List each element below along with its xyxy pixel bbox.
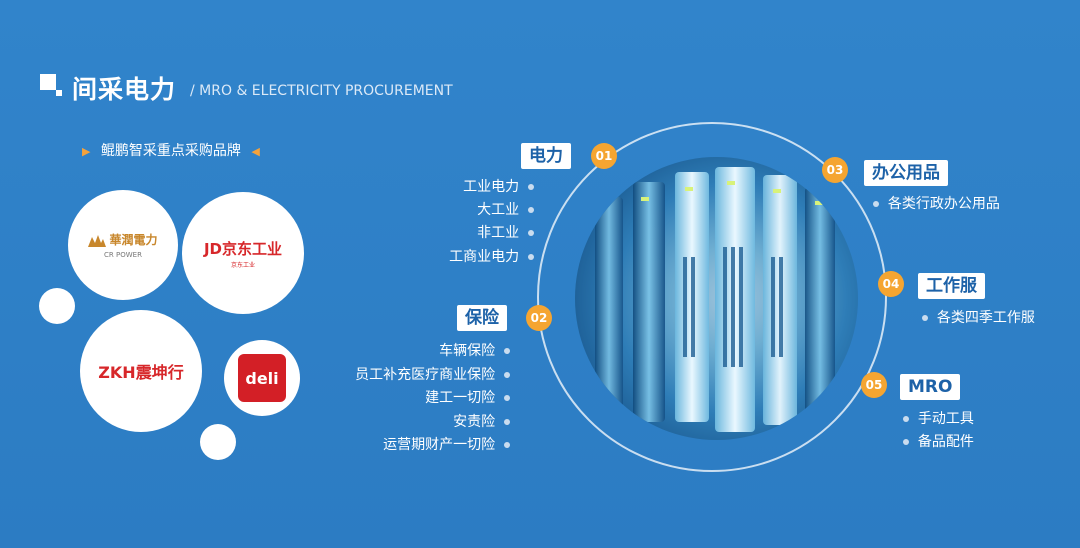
page-title: 间采电力 — [72, 75, 177, 104]
bullet-dot-icon — [528, 230, 534, 236]
category-ring — [537, 122, 887, 472]
server-rack-image — [575, 157, 858, 440]
category-tag-workwear: 工作服 — [918, 273, 985, 299]
bullet-dot-icon — [504, 395, 510, 401]
square-bullet-icon — [40, 74, 62, 96]
brand-name-zkh: ZKH震坤行 — [98, 363, 184, 382]
list-item: 建工一切险 — [425, 387, 510, 407]
brand-logo-jd: JD京东工业 京东工业 — [182, 192, 304, 314]
list-item: 运营期财产一切险 — [383, 434, 510, 454]
brand-logo-zkh: ZKH震坤行 — [80, 310, 202, 432]
bullet-dot-icon — [873, 201, 879, 207]
category-number-02: 02 — [526, 305, 552, 331]
category-number-04: 04 — [878, 271, 904, 297]
brand-sub-crpower: CR POWER — [104, 251, 142, 259]
brand-logo-deli: deli — [238, 354, 286, 402]
list-item: 各类四季工作服 — [922, 307, 1035, 327]
brand-sub-jd: 京东工业 — [230, 261, 255, 269]
bullet-dot-icon — [504, 348, 510, 354]
brand-name-deli: deli — [245, 368, 279, 388]
triangle-left-icon: ◀ — [251, 145, 260, 158]
list-item: 备品配件 — [903, 431, 974, 451]
decor-dot-2 — [200, 424, 236, 460]
triangle-right-icon: ▶ — [82, 145, 91, 158]
category-number-05: 05 — [861, 372, 887, 398]
list-item: 工业电力 — [463, 176, 534, 196]
category-tag-insurance: 保险 — [457, 305, 507, 331]
category-number-03: 03 — [822, 157, 848, 183]
category-tag-office: 办公用品 — [864, 160, 948, 186]
brand-circle-zkh: ZKH震坤行 — [80, 310, 202, 432]
list-item: 非工业 — [477, 222, 534, 242]
brand-caption-text: 鲲鹏智采重点采购品牌 — [100, 143, 241, 159]
bullet-dot-icon — [504, 442, 510, 448]
list-item: 各类行政办公用品 — [873, 193, 1000, 213]
brand-name-crpower: 華潤電力 — [109, 233, 158, 247]
bullet-dot-icon — [504, 372, 510, 378]
bullet-dot-icon — [504, 419, 510, 425]
brand-logo-crpower: 華潤電力 CR POWER — [68, 190, 178, 300]
list-item: 手动工具 — [903, 408, 974, 428]
page-subtitle: / MRO & ELECTRICITY PROCUREMENT — [190, 83, 453, 99]
category-tag-mro: MRO — [900, 374, 961, 400]
list-item: 安责险 — [453, 411, 510, 431]
bullet-dot-icon — [922, 315, 928, 321]
list-item: 大工业 — [477, 199, 534, 219]
brand-circle-jd: JD京东工业 京东工业 — [182, 192, 304, 314]
bullet-dot-icon — [528, 207, 534, 213]
server-rack-graphic — [575, 157, 858, 440]
category-number-01: 01 — [591, 143, 617, 169]
brand-name-jd: JD京东工业 — [203, 239, 283, 258]
crpower-mark-icon — [88, 234, 107, 247]
category-tag-power: 电力 — [521, 143, 571, 169]
bullet-dot-icon — [903, 439, 909, 445]
list-item: 工商业电力 — [449, 246, 534, 266]
bullet-dot-icon — [903, 416, 909, 422]
decor-dot-1 — [39, 288, 75, 324]
brand-circle-crpower: 華潤電力 CR POWER — [68, 190, 178, 300]
bullet-dot-icon — [528, 184, 534, 190]
brand-caption: ▶ 鲲鹏智采重点采购品牌 ◀ — [82, 140, 260, 160]
bullet-dot-icon — [528, 254, 534, 260]
list-item: 员工补充医疗商业保险 — [355, 364, 510, 384]
brand-circle-deli: deli — [224, 340, 300, 416]
list-item: 车辆保险 — [439, 340, 510, 360]
